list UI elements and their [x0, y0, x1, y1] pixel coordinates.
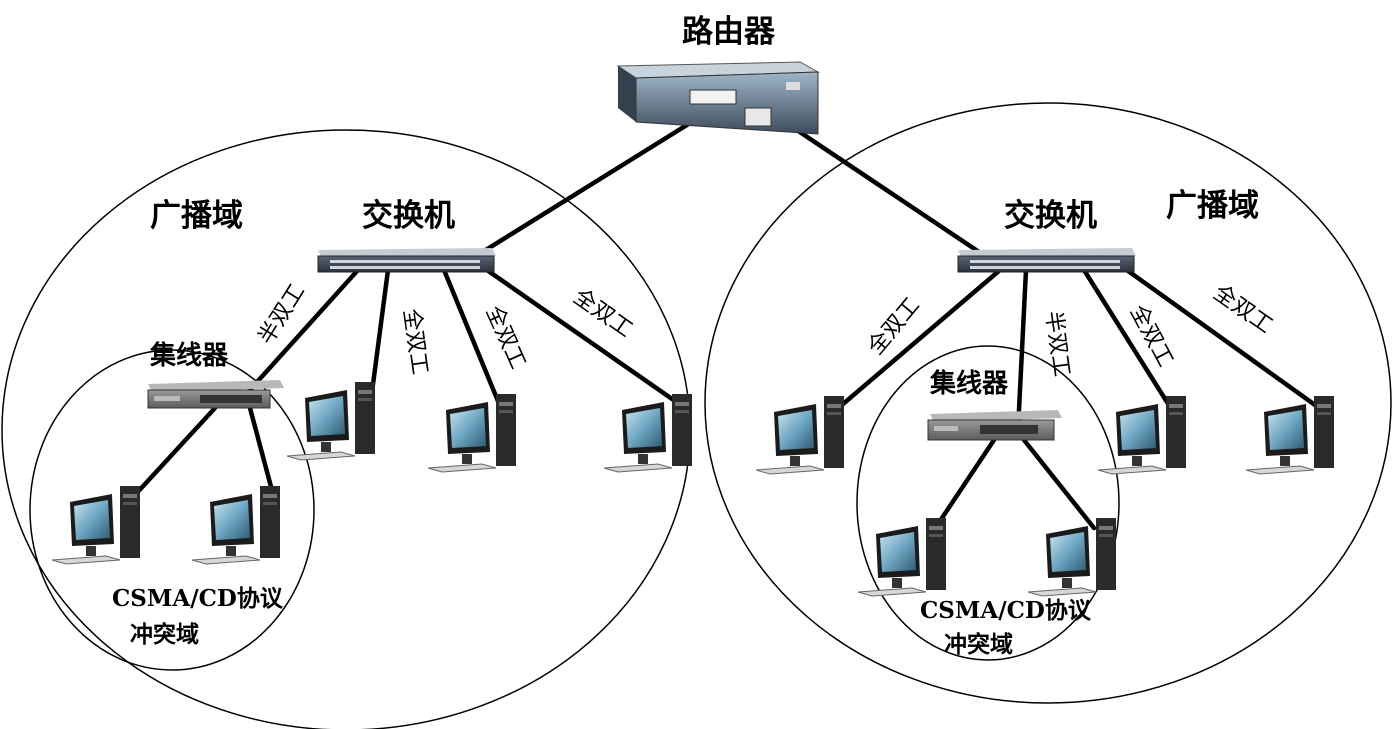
left-switch-icon	[317, 248, 496, 273]
left-hub-icon	[147, 380, 284, 409]
left-hub-pc-b-icon	[191, 485, 281, 565]
right-collision-domain-label: 冲突域	[944, 631, 1013, 658]
right-link-label-3: 全双工	[1125, 301, 1178, 371]
right-link-label-1: 全双工	[863, 293, 925, 360]
left-switch-label: 交换机	[362, 198, 455, 234]
right-link-label-4: 全双工	[1209, 280, 1277, 338]
right-hub-pc-a-icon	[857, 517, 947, 597]
right-switch-icon	[957, 248, 1136, 273]
left-switch-hub-link	[245, 267, 361, 395]
left-hub-pc-b-link	[247, 405, 277, 501]
left-switch-pc2-link	[441, 267, 503, 409]
right-switch-pc2-link	[1081, 267, 1175, 413]
right-hub-pc-b-link	[1021, 437, 1097, 531]
right-switch-pc1-link	[833, 267, 1003, 413]
right-collision-domain-circle	[856, 345, 1120, 661]
left-hub-label: 集线器	[149, 340, 229, 371]
left-pc-1-icon	[286, 381, 376, 461]
left-pc-2-icon	[427, 393, 517, 473]
left-link-label-1: 半双工	[254, 280, 310, 349]
left-switch-pc1-link	[369, 267, 391, 395]
left-link-label-3: 全双工	[481, 302, 531, 372]
left-hub-pc-a-icon	[51, 485, 141, 565]
right-hub-icon	[927, 410, 1062, 441]
right-switch-label: 交换机	[1004, 198, 1097, 234]
right-hub-label: 集线器	[929, 368, 1009, 399]
right-pc-3-icon	[1245, 395, 1335, 475]
left-collision-domain-label: 冲突域	[130, 621, 199, 648]
left-hub-pc-a-link	[131, 405, 218, 499]
left-collision-domain-circle	[29, 349, 315, 671]
router-label: 路由器	[682, 14, 776, 50]
right-link-label-2: 半双工	[1040, 309, 1074, 378]
left-link-label-2: 全双工	[398, 307, 432, 376]
router-icon	[616, 61, 820, 135]
right-broadcast-domain-label: 广播域	[1166, 188, 1259, 224]
right-pc-2-icon	[1097, 395, 1187, 475]
right-switch-hub-link	[1015, 267, 1029, 433]
left-switch-pc3-link	[481, 265, 688, 411]
left-pc-3-icon	[603, 393, 693, 473]
right-hub-pc-b-icon	[1027, 517, 1117, 597]
right-switch-pc3-link	[1121, 265, 1325, 413]
right-broadcast-domain-circle	[704, 102, 1392, 704]
left-broadcast-domain-label: 广播域	[150, 198, 243, 234]
right-pc-1-icon	[755, 395, 845, 475]
left-protocol-label: CSMA/CD协议	[112, 585, 284, 612]
right-protocol-label: CSMA/CD协议	[920, 597, 1092, 624]
